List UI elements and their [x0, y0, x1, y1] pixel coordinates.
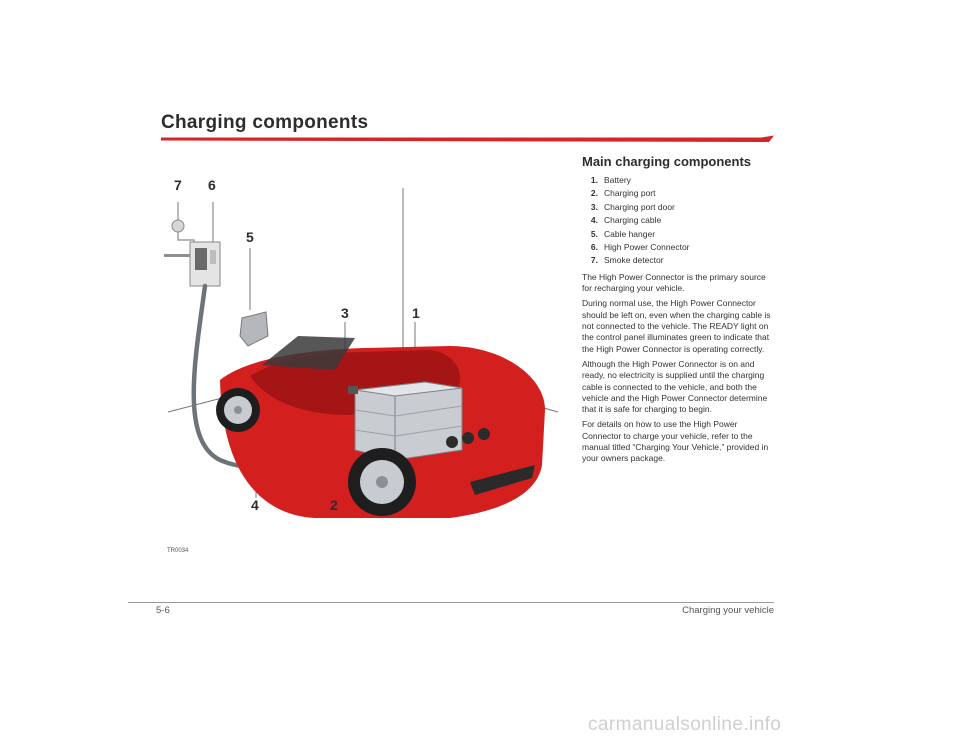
list-item: 4.Charging cable: [590, 215, 662, 226]
front-wheel: [216, 388, 260, 432]
list-item: 6.High Power Connector: [590, 242, 690, 253]
paragraph: For details on how to use the High Power…: [582, 419, 769, 464]
section-heading: Main charging components: [582, 154, 752, 169]
callout-5: 5: [246, 229, 254, 245]
list-item: 5.Cable hanger: [590, 228, 656, 239]
paragraph: Although the High Power Connector is on …: [582, 358, 768, 415]
list-item: 7.Smoke detector: [590, 255, 664, 266]
list-item: 3.Charging port door: [590, 201, 675, 212]
rear-wheel: [348, 448, 416, 516]
charging-illustration: 7 6 5 3 1 4 2: [150, 160, 560, 570]
page-number: 5-6: [156, 605, 170, 616]
chapter-title: Charging your vehicle: [682, 605, 774, 616]
callout-3: 3: [341, 305, 349, 321]
list-item: 1.Battery: [590, 175, 631, 185]
figure-id: TR0034: [167, 548, 189, 554]
charging-components-text: Main charging components 1.Battery 2.Cha…: [582, 154, 778, 469]
roadster-charging-diagram: [164, 188, 559, 518]
paragraph: During normal use, the High Power Connec…: [582, 298, 771, 354]
callout-6: 6: [208, 177, 216, 193]
callout-2: 2: [330, 497, 338, 513]
footer-rule: [128, 602, 774, 603]
callout-7: 7: [174, 177, 182, 193]
list-item: 2.Charging port: [590, 188, 656, 199]
paragraph: The High Power Connector is the primary …: [582, 271, 766, 294]
page-title: Charging components: [161, 112, 369, 133]
title-accent-rule: [161, 135, 774, 142]
watermark: carmanualsonline.info: [588, 714, 782, 735]
callout-4: 4: [251, 497, 259, 513]
callout-1: 1: [412, 305, 420, 321]
battery-pack: [354, 381, 463, 461]
component-list: 1.Battery 2.Charging port 3.Charging por…: [582, 174, 778, 268]
